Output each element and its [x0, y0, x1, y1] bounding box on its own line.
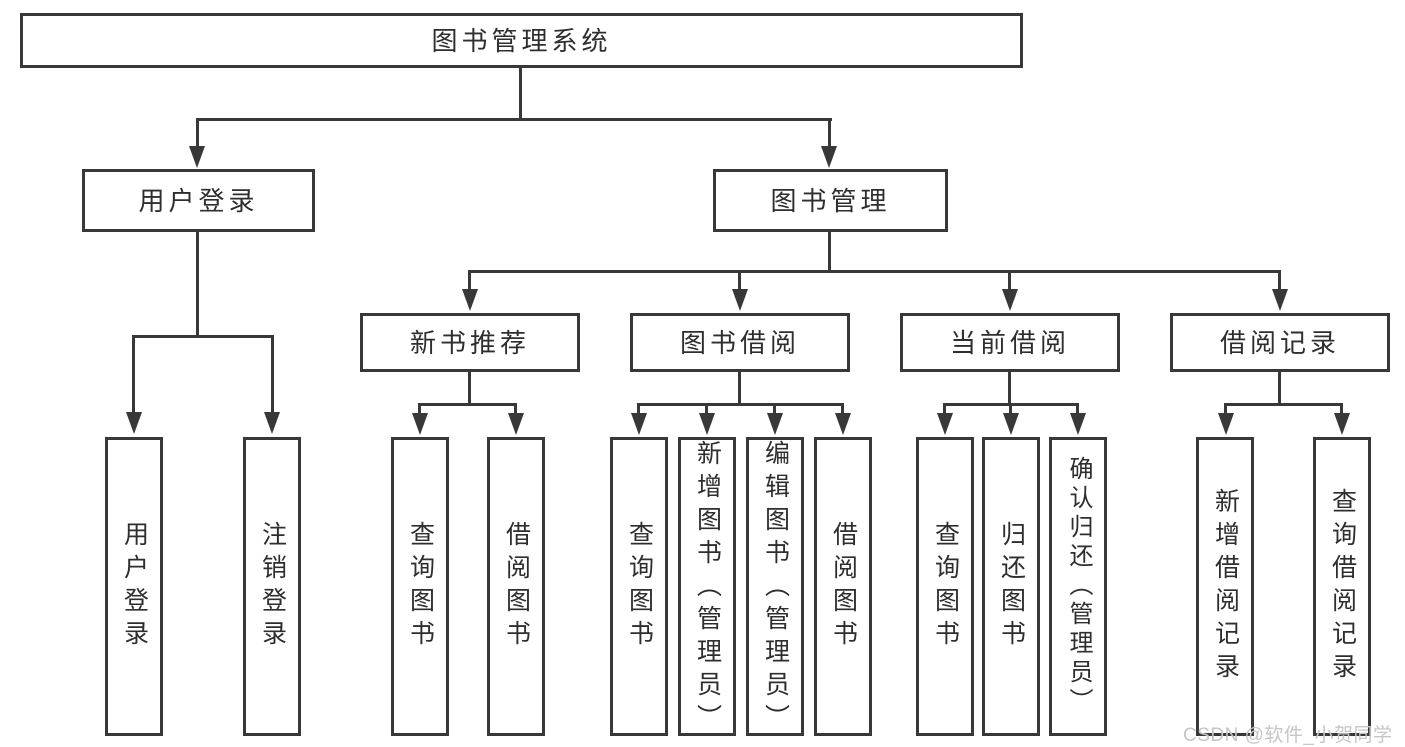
arrow-down-icon	[462, 289, 478, 311]
connector-line	[773, 403, 776, 416]
leaf-label: 新增图书（管理员）	[693, 440, 722, 736]
connector-line	[514, 403, 517, 416]
arrow-down-icon	[631, 413, 647, 435]
node-book-management: 图书管理	[713, 169, 948, 232]
arrow-down-icon	[189, 146, 205, 168]
leaf-label: 借阅图书	[502, 520, 531, 653]
leaf-label: 用户登录	[120, 520, 149, 653]
connector-line	[705, 403, 708, 416]
arrow-down-icon	[1272, 289, 1288, 311]
leaf-query-books-current: 查询图书	[916, 437, 974, 736]
connector-line	[196, 118, 832, 121]
leaf-query-borrow-record: 查询借阅记录	[1313, 437, 1371, 736]
leaf-borrow-books: 借阅图书	[814, 437, 872, 736]
leaf-query-books: 查询图书	[610, 437, 668, 736]
connector-line	[738, 371, 741, 406]
arrow-down-icon	[126, 412, 142, 434]
connector-line	[1008, 270, 1011, 292]
connector-line	[519, 68, 522, 121]
arrow-down-icon	[412, 413, 428, 435]
node-root-library-system: 图书管理系统	[20, 13, 1023, 68]
leaf-label: 借阅图书	[829, 520, 858, 653]
arrow-down-icon	[732, 289, 748, 311]
connector-line	[828, 118, 831, 148]
connector-line	[468, 270, 1281, 273]
connector-line	[1278, 371, 1281, 406]
connector-line	[1009, 403, 1012, 416]
arrow-down-icon	[699, 413, 715, 435]
connector-line	[418, 403, 421, 416]
connector-line	[468, 371, 471, 406]
connector-line	[132, 335, 135, 415]
connector-line	[196, 231, 199, 337]
connector-line	[418, 403, 517, 406]
arrow-down-icon	[937, 413, 953, 435]
leaf-label: 新增借阅记录	[1211, 487, 1240, 686]
arrow-down-icon	[767, 413, 783, 435]
connector-line	[196, 118, 199, 148]
leaf-label: 查询图书	[931, 520, 960, 653]
node-new-book-recommend: 新书推荐	[360, 313, 580, 372]
connector-line	[637, 403, 640, 416]
connector-line	[1340, 403, 1343, 416]
arrow-down-icon	[1334, 413, 1350, 435]
connector-line	[132, 335, 274, 338]
connector-line	[637, 403, 844, 406]
node-book-borrow: 图书借阅	[630, 313, 850, 372]
arrow-down-icon	[1002, 289, 1018, 311]
node-current-borrow: 当前借阅	[900, 313, 1120, 372]
arrow-down-icon	[264, 412, 280, 434]
arrow-down-icon	[1003, 413, 1019, 435]
leaf-edit-books-admin: 编辑图书（管理员）	[746, 437, 804, 736]
arrow-down-icon	[1218, 413, 1234, 435]
leaf-add-books-admin: 新增图书（管理员）	[678, 437, 736, 736]
node-user-login: 用户登录	[82, 169, 315, 232]
connector-line	[841, 403, 844, 416]
connector-line	[943, 403, 946, 416]
arrow-down-icon	[835, 413, 851, 435]
leaf-label: 确认归还（管理员）	[1065, 456, 1092, 717]
leaf-label: 编辑图书（管理员）	[761, 440, 790, 736]
node-borrow-record: 借阅记录	[1170, 313, 1390, 372]
connector-line	[271, 335, 274, 415]
leaf-user-login: 用户登录	[105, 437, 163, 736]
connector-line	[1008, 371, 1011, 406]
leaf-borrow-books-recommend: 借阅图书	[487, 437, 545, 736]
connector-line	[1278, 270, 1281, 292]
connector-line	[468, 270, 471, 292]
connector-line	[738, 270, 741, 292]
leaf-return-books: 归还图书	[982, 437, 1040, 736]
leaf-label: 注销登录	[258, 520, 287, 653]
arrow-down-icon	[508, 413, 524, 435]
arrow-down-icon	[821, 146, 837, 168]
connector-line	[1224, 403, 1227, 416]
leaf-label: 查询图书	[406, 520, 435, 653]
leaf-query-books-recommend: 查询图书	[391, 437, 449, 736]
csdn-watermark: CSDN @软件_小贺同学	[1183, 725, 1393, 746]
leaf-label: 归还图书	[997, 520, 1026, 653]
leaf-label: 查询借阅记录	[1328, 487, 1357, 686]
arrow-down-icon	[1070, 413, 1086, 435]
leaf-label: 查询图书	[625, 520, 654, 653]
leaf-logout: 注销登录	[243, 437, 301, 736]
connector-line	[1224, 403, 1343, 406]
leaf-confirm-return-admin: 确认归还（管理员）	[1049, 437, 1107, 736]
connector-line	[828, 231, 831, 273]
connector-line	[1076, 403, 1079, 416]
leaf-add-borrow-record: 新增借阅记录	[1196, 437, 1254, 736]
